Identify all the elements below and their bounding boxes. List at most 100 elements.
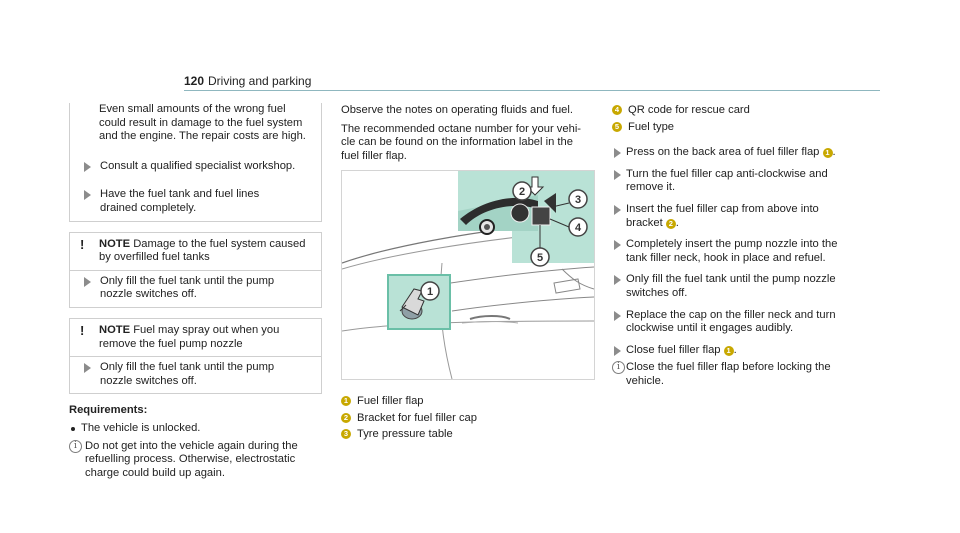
svg-text:2: 2 bbox=[519, 186, 525, 198]
exclamation-icon: ! bbox=[80, 236, 85, 252]
info-note: i Close the fuel filler flap before lock… bbox=[612, 361, 882, 388]
info-icon: i bbox=[69, 439, 82, 453]
text-line: Tyre pressure table bbox=[357, 428, 453, 441]
legend-item: 1 Fuel filler flap bbox=[341, 395, 594, 409]
svg-text:5: 5 bbox=[537, 252, 543, 264]
text-line: tank filler neck, hook in place and refu… bbox=[626, 251, 826, 264]
text-line: Close fuel filler flap bbox=[626, 343, 724, 356]
note-label: NOTE bbox=[99, 237, 131, 250]
text-line: The vehicle is unlocked. bbox=[81, 421, 201, 434]
step-arrow-icon bbox=[614, 345, 621, 356]
step-insert-nozzle: Completely insert the pump nozzle into t… bbox=[612, 238, 882, 265]
number-badge: 2 bbox=[665, 218, 676, 229]
step-arrow-icon bbox=[614, 275, 621, 286]
callout-4: 4 bbox=[568, 217, 588, 237]
text-line: by overfilled fuel tanks bbox=[99, 251, 210, 264]
text-line: bracket bbox=[626, 216, 666, 229]
exclamation-icon: ! bbox=[80, 322, 85, 338]
number-badge: 1 bbox=[341, 396, 351, 406]
section-title: Driving and parking bbox=[208, 74, 312, 88]
text-line: The recommended octane number for your v… bbox=[341, 122, 582, 135]
text-line: Replace the cap on the filler neck and t… bbox=[626, 308, 836, 321]
text-line: . bbox=[733, 343, 737, 356]
text-line: nozzle switches off. bbox=[100, 374, 197, 387]
text-line: drained completely. bbox=[100, 201, 197, 214]
text-line: switches off. bbox=[626, 286, 688, 299]
legend-item: 2 Bracket for fuel filler cap bbox=[341, 412, 594, 426]
svg-text:4: 4 bbox=[575, 222, 582, 234]
callout-1: 1 bbox=[420, 281, 440, 301]
number-badge: 5 bbox=[612, 121, 622, 132]
car-side-illustration: 2 3 4 5 1 bbox=[342, 171, 594, 379]
legend-item: 5 Fuel type bbox=[612, 121, 882, 135]
info-note: i Do not get into the vehicle again duri… bbox=[69, 439, 322, 481]
step-close-flap: Close fuel filler flap 1. bbox=[612, 344, 882, 358]
step-arrow-icon bbox=[614, 148, 621, 159]
text-line: Only fill the fuel tank until the pump n… bbox=[626, 273, 836, 286]
number-badge: 2 bbox=[341, 412, 351, 423]
step-fill-until-off: Only fill the fuel tank until the pump n… bbox=[70, 271, 321, 307]
figure-legend: 1 Fuel filler flap 2 Bracket for fuel fi… bbox=[341, 392, 594, 442]
text-line: and the engine. The repair costs are hig… bbox=[99, 130, 306, 143]
column-left: Even small amounts of the wrong fuel cou… bbox=[69, 103, 322, 480]
note-heading: ! NOTE Damage to the fuel system caused … bbox=[70, 233, 321, 270]
column-middle: Observe the notes on operating fluids an… bbox=[341, 104, 594, 163]
callout-3: 3 bbox=[568, 189, 588, 209]
text-line: Even small amounts of the wrong fuel bbox=[99, 103, 286, 115]
step-arrow-icon bbox=[614, 204, 621, 215]
step-arrow-icon bbox=[614, 240, 621, 251]
legend-item: 3 Tyre pressure table bbox=[341, 428, 594, 442]
note-heading: ! NOTE Fuel may spray out when you remov… bbox=[70, 319, 321, 356]
step-arrow-icon bbox=[614, 169, 621, 180]
page-header: 120 Driving and parking bbox=[0, 74, 960, 90]
requirement-item: The vehicle is unlocked. bbox=[69, 422, 322, 436]
note-box-overfill: ! NOTE Damage to the fuel system caused … bbox=[69, 231, 322, 308]
info-icon: i bbox=[612, 361, 625, 375]
text-line: QR code for rescue card bbox=[628, 104, 750, 116]
number-badge: 3 bbox=[341, 429, 351, 440]
step-arrow-icon bbox=[614, 310, 621, 321]
step-insert-cap: Insert the fuel filler cap from above in… bbox=[612, 203, 882, 230]
step-drain: Have the fuel tank and fuel lines draine… bbox=[70, 184, 321, 220]
text-line: . bbox=[832, 146, 836, 159]
number-badge: 1 bbox=[822, 148, 833, 159]
text-line: Fuel may spray out when you bbox=[133, 323, 280, 336]
text-line: Bracket for fuel filler cap bbox=[357, 411, 478, 424]
svg-text:3: 3 bbox=[575, 194, 581, 206]
header-rule bbox=[184, 90, 880, 91]
step-replace-cap: Replace the cap on the filler neck and t… bbox=[612, 309, 882, 336]
text-line: . bbox=[675, 216, 679, 229]
text-line: fuel filler flap. bbox=[341, 149, 407, 162]
step-turn-cap: Turn the fuel filler cap anti-clockwise … bbox=[612, 168, 882, 195]
text-line: remove it. bbox=[626, 181, 676, 194]
text-line: refuelling process. Otherwise, electrost… bbox=[85, 453, 296, 466]
text-line: charge could build up again. bbox=[85, 466, 225, 479]
note-box-spray: ! NOTE Fuel may spray out when you remov… bbox=[69, 317, 322, 395]
text-line: cle can be found on the information labe… bbox=[341, 136, 573, 149]
text-line: Close the fuel filler flap before lockin… bbox=[626, 361, 831, 374]
text-line: remove the fuel pump nozzle bbox=[99, 337, 243, 350]
callout-2: 2 bbox=[512, 181, 532, 201]
warning-text: Even small amounts of the wrong fuel cou… bbox=[70, 103, 321, 150]
step-fill-until-off: Only fill the fuel tank until the pump n… bbox=[612, 273, 882, 300]
text-line: Only fill the fuel tank until the pump bbox=[100, 361, 275, 374]
step-arrow-icon bbox=[84, 190, 91, 201]
text-line: Completely insert the pump nozzle into t… bbox=[626, 238, 838, 251]
legend-item: 4 QR code for rescue card bbox=[612, 104, 882, 118]
step-consult: Consult a qualified specialist workshop. bbox=[70, 156, 321, 179]
text-line: Damage to the fuel system caused bbox=[133, 237, 306, 250]
text-line: Fuel type bbox=[628, 120, 675, 133]
text-line: nozzle switches off. bbox=[100, 288, 197, 301]
text-line: Press on the back area of fuel filler fl… bbox=[626, 146, 823, 159]
text-line: could result in damage to the fuel syste… bbox=[99, 116, 303, 129]
step-fill-until-off: Only fill the fuel tank until the pump n… bbox=[70, 357, 321, 393]
requirements-label: Requirements: bbox=[69, 404, 148, 417]
warning-box: Even small amounts of the wrong fuel cou… bbox=[69, 103, 322, 222]
number-badge: 4 bbox=[612, 105, 622, 115]
step-press-flap: Press on the back area of fuel filler fl… bbox=[612, 146, 882, 160]
text-line: Turn the fuel filler cap anti-clockwise … bbox=[626, 167, 828, 180]
step-arrow-icon bbox=[84, 161, 91, 172]
text-line: Insert the fuel filler cap from above in… bbox=[626, 202, 819, 215]
step-arrow-icon bbox=[84, 276, 91, 287]
svg-text:1: 1 bbox=[427, 286, 433, 298]
